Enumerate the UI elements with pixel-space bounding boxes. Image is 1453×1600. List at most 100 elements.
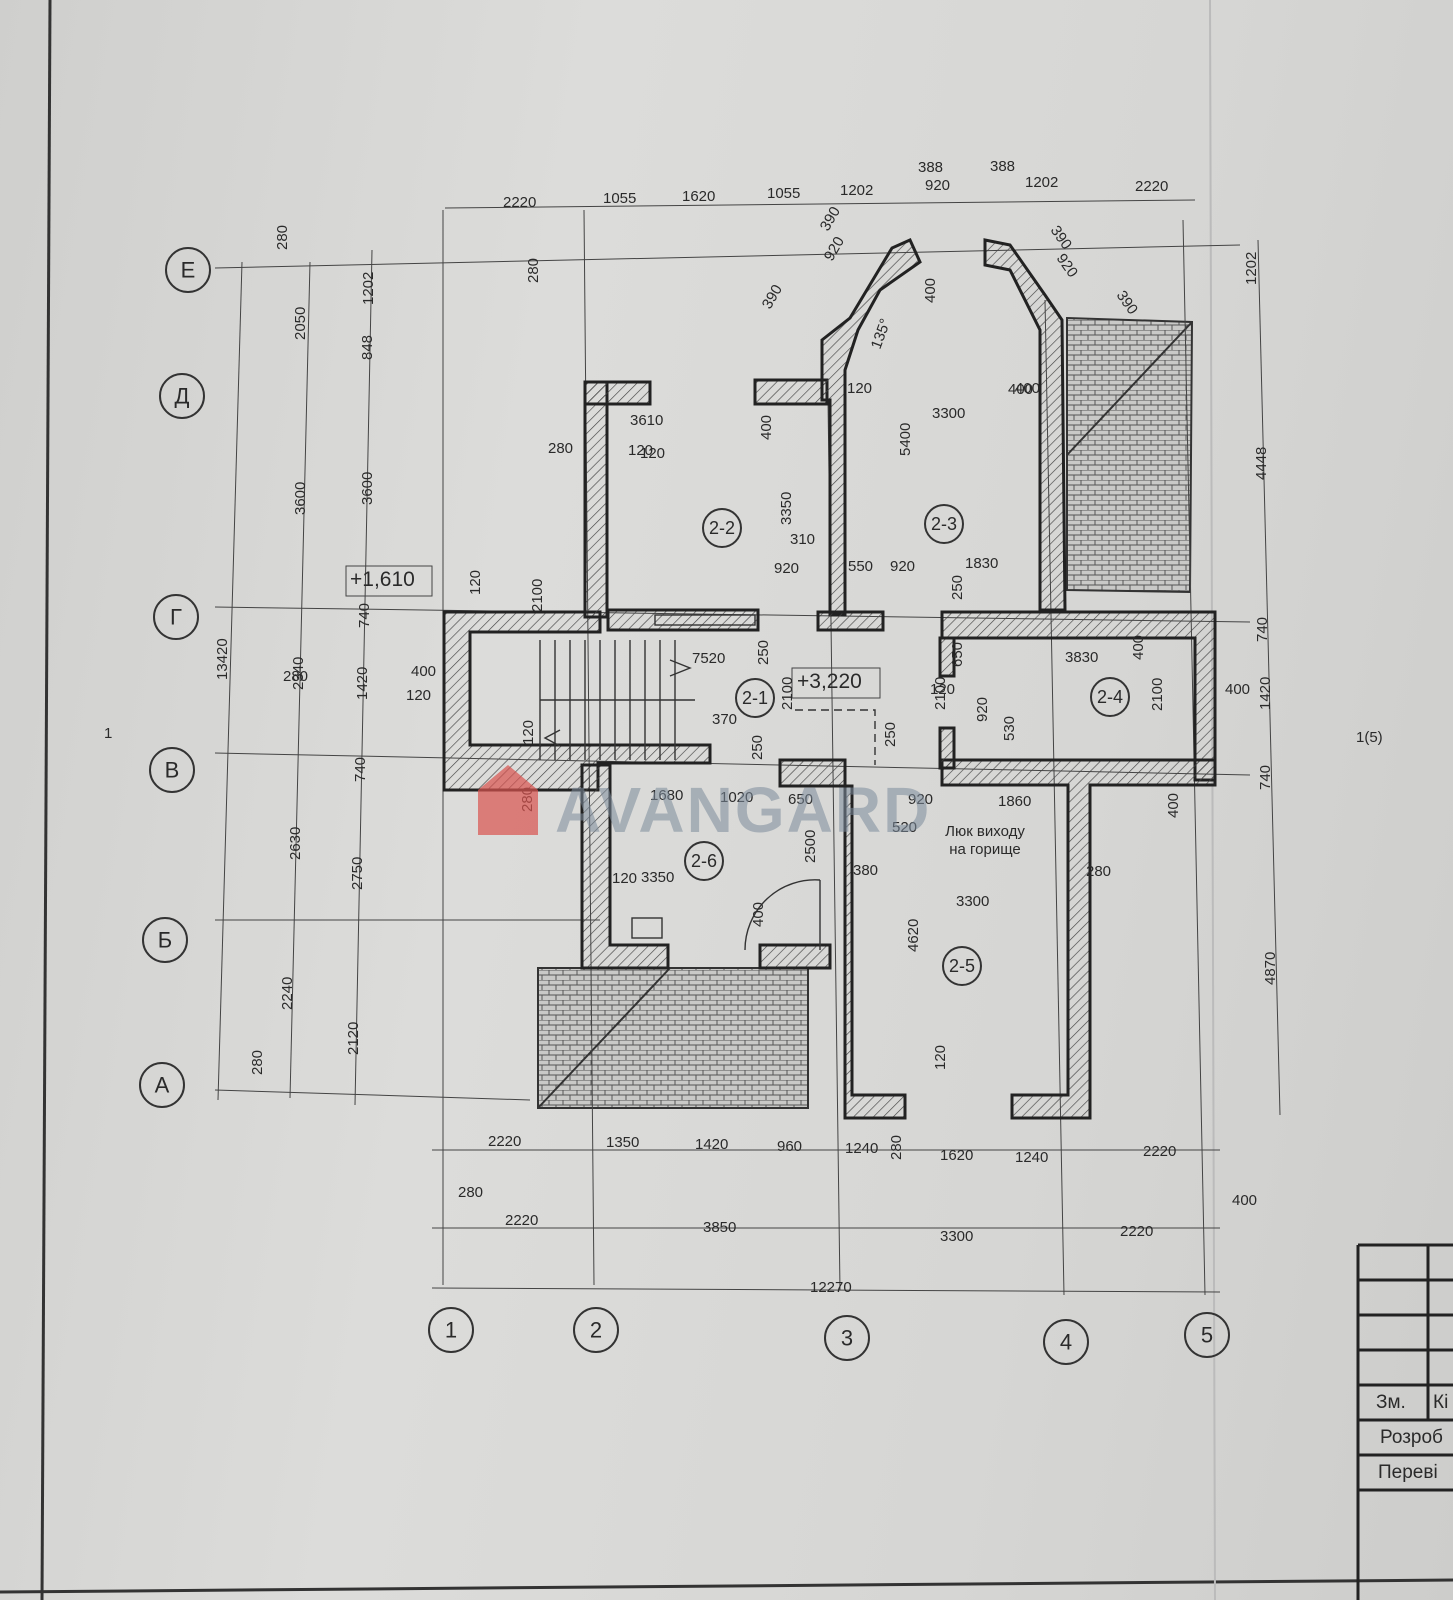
- dimension-interior: 920: [974, 697, 991, 722]
- dimension-bottom: 3300: [940, 1228, 973, 1245]
- dimension-interior: 2100: [529, 579, 546, 612]
- dimension-top: 1055: [603, 190, 636, 207]
- dimension-top: 2220: [503, 194, 536, 211]
- dimension-bottom: 280: [888, 1135, 905, 1160]
- dimension-top: 1620: [682, 188, 715, 205]
- dimension-interior: 120: [467, 570, 484, 595]
- section-mark: 1(5): [1356, 729, 1383, 746]
- dimension-interior: 120: [930, 681, 955, 698]
- dimension-interior: 7520: [692, 650, 725, 667]
- dimension-bottom: 3850: [703, 1219, 736, 1236]
- axis-label-row: Г: [170, 605, 182, 630]
- dimension-interior: 3300: [932, 405, 965, 422]
- dimension-interior: 650: [788, 791, 813, 808]
- axis-label-row: Д: [175, 384, 190, 409]
- dimension-interior: 3350: [641, 869, 674, 886]
- axis-marker-circle: [149, 747, 195, 793]
- dimension-interior: 120: [406, 687, 431, 704]
- dimension-bottom: 1240: [1015, 1149, 1048, 1166]
- dimension-interior: 1020: [720, 789, 753, 806]
- dimension-interior: 1830: [965, 555, 998, 572]
- stairs: [539, 640, 695, 760]
- dimension-bottom: 2220: [488, 1133, 521, 1150]
- axis-label-row: А: [155, 1073, 170, 1098]
- dimension-left: 2050: [292, 307, 309, 340]
- dimension-left: 2340: [290, 657, 307, 690]
- elevation-box: [345, 565, 433, 597]
- dimension-left: 280: [274, 225, 291, 250]
- dimension-right: 4870: [1262, 952, 1279, 985]
- dimension-interior: 5400: [897, 423, 914, 456]
- dimension-interior: 2500: [802, 830, 819, 863]
- axis-marker-circle: [1043, 1319, 1089, 1365]
- dimension-interior: 400: [1008, 381, 1033, 398]
- roof-areas: [537, 316, 1194, 1109]
- title-block: [1356, 1243, 1453, 1600]
- axis-label-row: В: [165, 758, 180, 783]
- dimension-interior: 310: [790, 531, 815, 548]
- dimension-interior: 550: [848, 558, 873, 575]
- dimension-bottom: 2220: [1143, 1143, 1176, 1160]
- axis-marker-circle: [824, 1315, 870, 1361]
- dimension-top: 2220: [1135, 178, 1168, 195]
- dimension-bay: 390: [817, 204, 844, 234]
- dimension-interior: 920: [908, 791, 933, 808]
- dimension-interior: 280: [283, 668, 308, 685]
- axis-marker-circle: [165, 247, 211, 293]
- room-label: 2-2: [709, 518, 735, 538]
- title-block-label: Кі: [1433, 1392, 1448, 1413]
- dimension-interior: 3350: [778, 492, 795, 525]
- dimension-left: 2750: [349, 857, 366, 890]
- room-marker-circle: [684, 841, 724, 881]
- axis-label-col: 5: [1201, 1323, 1213, 1348]
- attic-hatch-note: Люк виходу: [945, 823, 1025, 840]
- dimension-interior: 280: [525, 258, 542, 283]
- dimension-interior: 3300: [956, 893, 989, 910]
- dimension-interior: 250: [882, 722, 899, 747]
- axis-label-col: 1: [445, 1318, 457, 1343]
- dimension-left: 2120: [345, 1022, 362, 1055]
- dimension-interior: 380: [853, 862, 878, 879]
- room-label: 2-1: [742, 688, 768, 708]
- axis-label-col: 3: [841, 1326, 853, 1351]
- dimension-left: 740: [356, 603, 373, 628]
- axis-marker-circle: [142, 917, 188, 963]
- dimension-interior: 120: [932, 1045, 949, 1070]
- dimension-right: 740: [1254, 617, 1271, 642]
- fixtures: [539, 614, 876, 951]
- watermark-logo: [478, 765, 538, 835]
- dimension-interior: 120: [628, 442, 653, 459]
- dimension-interior: 400: [411, 663, 436, 680]
- axis-marker-circle: [428, 1307, 474, 1353]
- axis-marker-circle: [573, 1307, 619, 1353]
- dimension-top: 1202: [1025, 174, 1058, 191]
- room-label: 2-3: [931, 514, 957, 534]
- dimension-left: 2630: [287, 827, 304, 860]
- dimension-interior: 400: [758, 415, 775, 440]
- dimension-left: 280: [249, 1050, 266, 1075]
- dimension-interior: 120: [847, 380, 872, 397]
- dimension-top: 1202: [840, 182, 873, 199]
- dimension-bottom: 1240: [845, 1140, 878, 1157]
- dimension-interior: 250: [949, 575, 966, 600]
- dimension-bottom: 280: [458, 1184, 483, 1201]
- axis-label-col: 4: [1060, 1330, 1072, 1355]
- dimension-top: 388: [990, 158, 1015, 175]
- dimension-interior: 120: [520, 720, 537, 745]
- dimension-top: 920: [925, 177, 950, 194]
- dimension-bottom: 2220: [1120, 1223, 1153, 1240]
- dimension-bottom: 1420: [695, 1136, 728, 1153]
- dimension-left: 740: [352, 757, 369, 782]
- dimension-interior: 920: [890, 558, 915, 575]
- room-marker-circle: [1090, 677, 1130, 717]
- dimension-right: 1420: [1257, 677, 1274, 710]
- dimension-top: 1055: [767, 185, 800, 202]
- title-block-label: Зм.: [1376, 1392, 1406, 1413]
- axis-label-row: Б: [158, 928, 172, 953]
- axis-marker-circle: [1184, 1312, 1230, 1358]
- dimension-left: 2240: [279, 977, 296, 1010]
- dimension-interior: 530: [1001, 716, 1018, 741]
- dimension-left-total: 13420: [214, 638, 231, 680]
